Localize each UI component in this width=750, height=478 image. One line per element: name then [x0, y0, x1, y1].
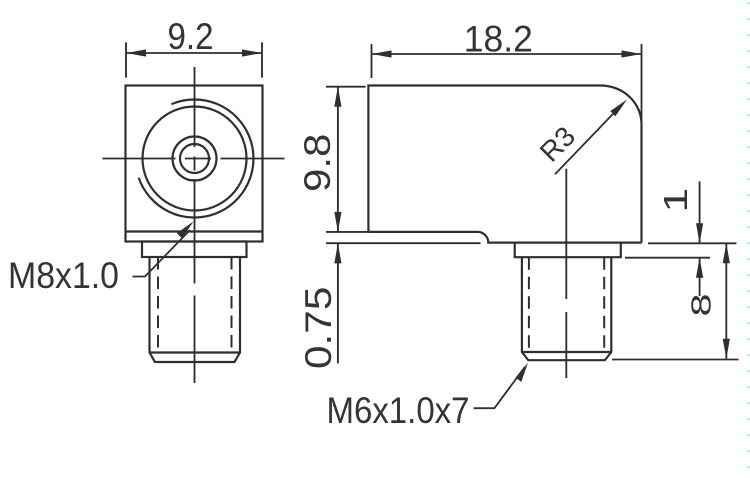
svg-text:8: 8: [686, 294, 717, 317]
svg-text:18.2: 18.2: [464, 19, 533, 60]
svg-text:M8x1.0: M8x1.0: [8, 255, 119, 296]
svg-text:1: 1: [657, 188, 694, 213]
svg-text:9.2: 9.2: [168, 16, 214, 57]
svg-text:9.8: 9.8: [297, 134, 338, 192]
svg-text:M6x1.0x7: M6x1.0x7: [327, 390, 470, 431]
svg-text:R3: R3: [534, 120, 581, 167]
svg-text:0.75: 0.75: [298, 287, 339, 369]
